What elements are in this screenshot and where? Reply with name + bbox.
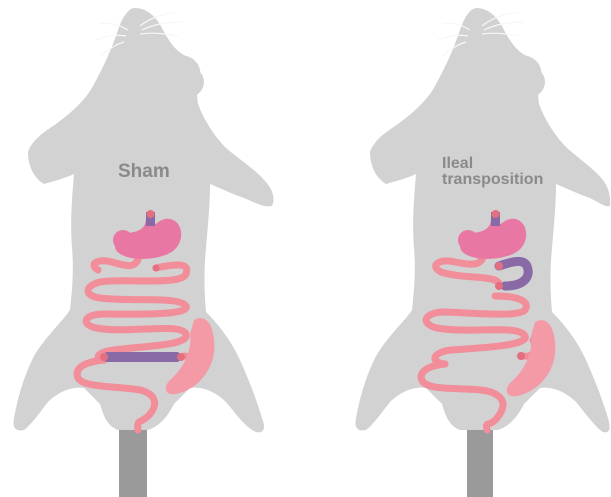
tail	[467, 430, 493, 497]
ileal-transposition-illustration	[305, 0, 611, 497]
stomach-fundus	[113, 230, 133, 250]
sham-illustration	[0, 0, 306, 497]
rat-body-silhouette	[13, 8, 273, 432]
duodenum-junction	[153, 265, 160, 272]
ileum-segment	[104, 352, 180, 362]
panel-label-line: Ileal	[442, 156, 543, 172]
stomach-fundus	[458, 230, 478, 250]
ear	[509, 66, 545, 98]
ileum-distal-junction	[177, 353, 185, 361]
ileum-proximal-junction	[495, 262, 503, 270]
rat-body-silhouette	[355, 8, 610, 432]
ear	[168, 66, 204, 98]
panel-label: Sham	[118, 162, 170, 181]
tail	[119, 430, 147, 497]
sham-panel: Sham	[0, 0, 306, 497]
panel-label-line: Sham	[118, 162, 170, 181]
panel-label-line: transposition	[442, 172, 543, 188]
ileocecal-junction	[517, 352, 525, 360]
esophagus-opening	[492, 210, 500, 218]
ileal-transposition-panel: Ileal transposition	[305, 0, 611, 497]
ileum-proximal-junction	[100, 353, 108, 361]
esophagus-opening	[147, 210, 155, 218]
panel-label: Ileal transposition	[442, 156, 543, 188]
ileum-distal-junction	[495, 282, 503, 290]
